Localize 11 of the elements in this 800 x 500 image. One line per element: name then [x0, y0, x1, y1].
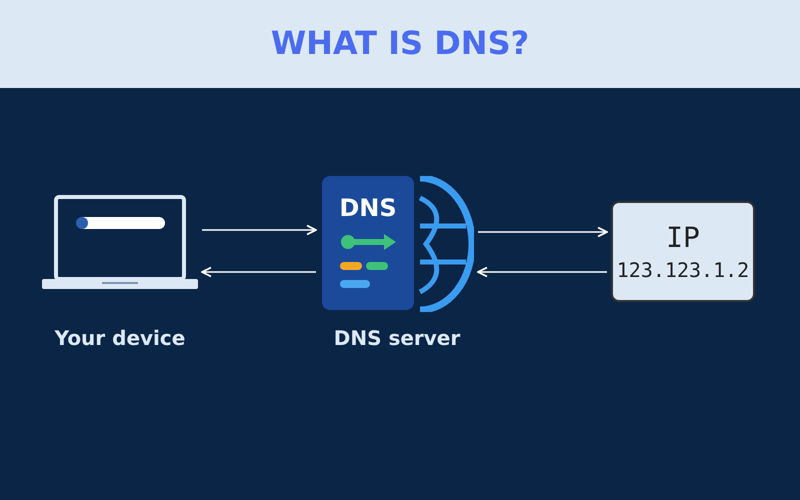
ip-address: 123.123.1.2 — [616, 258, 750, 282]
arrow — [202, 224, 317, 236]
node-label: DNS — [338, 194, 398, 222]
arrow — [201, 266, 316, 278]
node-label: IP — [666, 221, 700, 254]
node-caption: Your device — [54, 326, 186, 350]
arrow — [477, 266, 607, 278]
arrow — [478, 226, 608, 238]
title: WHAT IS DNS? — [270, 24, 530, 62]
node-caption: DNS server — [332, 326, 462, 350]
address-box — [611, 201, 755, 302]
